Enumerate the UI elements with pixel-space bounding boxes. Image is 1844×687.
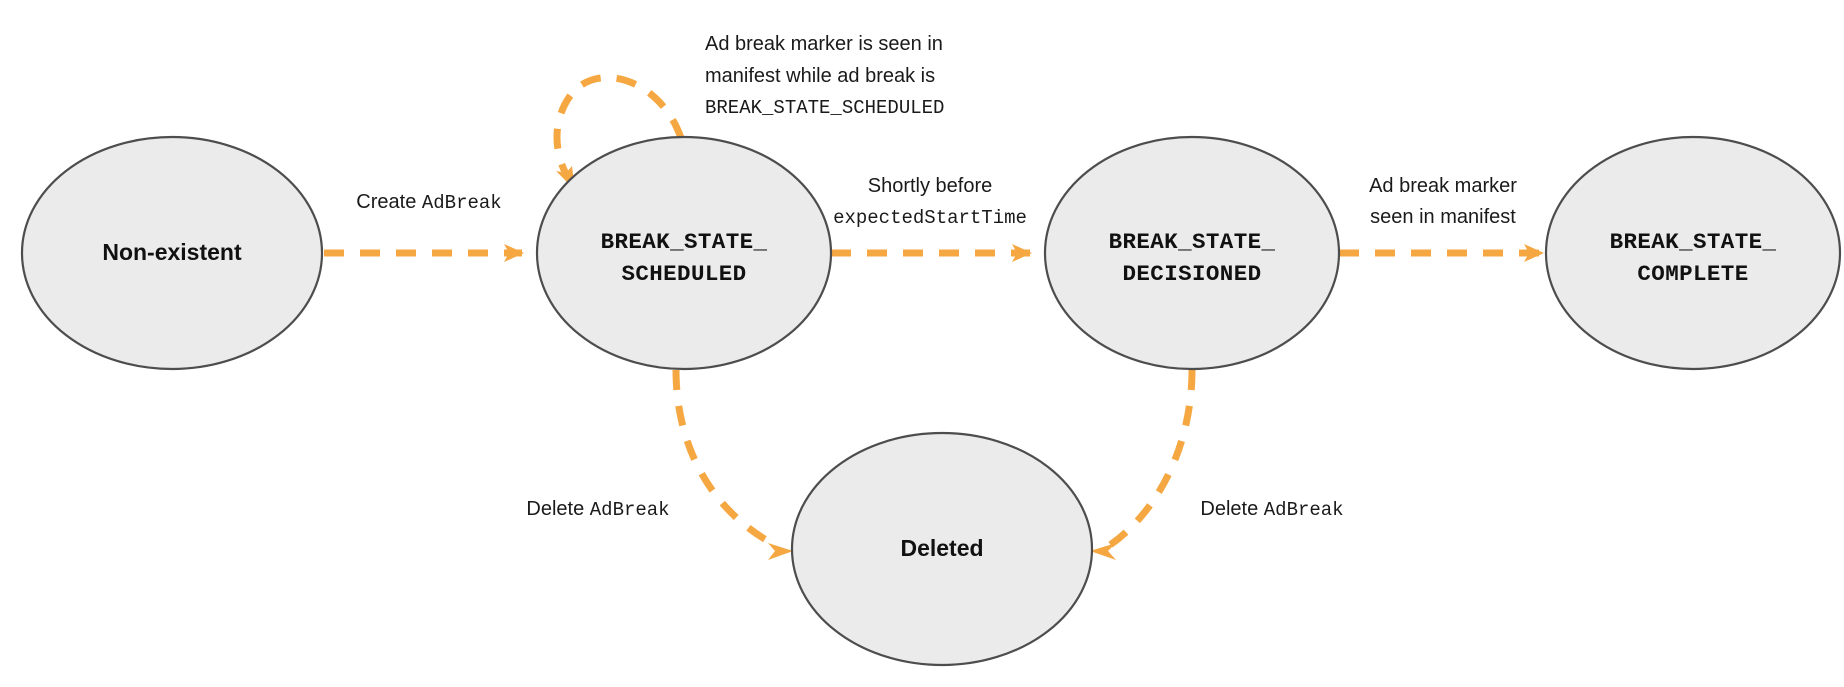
state-node-break-state-complete-shape[interactable] (1544, 135, 1842, 371)
edge-label-create-adbreak-code: AdBreak (422, 192, 502, 214)
edge-label-delete-adbreak-right: Delete AdBreak (1200, 498, 1343, 521)
edge-decisioned-to-complete (1339, 244, 1544, 262)
state-node-break-state-decisioned-label-line2: DECISIONED (1122, 261, 1261, 287)
edge-decisioned-to-complete-arrowhead (1524, 244, 1544, 262)
edge-label-shortly-before-line1: Shortly before (868, 175, 993, 197)
edge-decisioned-to-deleted-line (1107, 369, 1196, 548)
edge-label-delete-adbreak-left-code: AdBreak (590, 499, 670, 521)
edge-label-shortly-before-line2: expectedStartTime (833, 207, 1027, 229)
edge-label-scheduled-to-decisioned: Shortly before expectedStartTime (833, 175, 1027, 229)
state-node-break-state-scheduled[interactable]: BREAK_STATE_ SCHEDULED (535, 135, 833, 371)
edge-scheduled-to-deleted-line (672, 369, 777, 549)
edge-label-delete-adbreak-left: Delete AdBreak (526, 498, 669, 521)
state-node-non-existent[interactable]: Non-existent (20, 135, 324, 371)
state-node-break-state-complete[interactable]: BREAK_STATE_ COMPLETE (1544, 135, 1842, 371)
state-node-break-state-complete-label-line2: COMPLETE (1637, 261, 1748, 287)
edge-label-self-loop-line2: manifest while ad break is (705, 65, 935, 87)
state-node-break-state-scheduled-shape[interactable] (535, 135, 833, 371)
edge-self-loop-scheduled-line (553, 74, 685, 187)
edge-label-create-adbreak-word: Create (356, 191, 422, 213)
edge-label-self-loop-line1: Ad break marker is seen in (705, 33, 943, 55)
edge-label-ad-break-marker-line1: Ad break marker (1369, 175, 1517, 197)
state-node-break-state-decisioned[interactable]: BREAK_STATE_ DECISIONED (1043, 135, 1341, 371)
edge-label-self-loop-scheduled: Ad break marker is seen in manifest whil… (705, 33, 944, 119)
edge-scheduled-to-deleted-arrowhead (768, 543, 793, 560)
edge-create-adbreak (324, 244, 524, 262)
state-node-non-existent-label: Non-existent (102, 239, 242, 265)
edge-label-delete-adbreak-right-code: AdBreak (1264, 499, 1344, 521)
edge-label-create-adbreak: Create AdBreak (356, 191, 501, 214)
edge-decisioned-to-deleted (1090, 369, 1196, 560)
edge-scheduled-to-decisioned-arrowhead (1012, 244, 1032, 262)
edge-create-adbreak-arrowhead (504, 244, 524, 262)
edge-scheduled-to-deleted (672, 369, 793, 560)
state-node-break-state-scheduled-label-line1: BREAK_STATE_ (601, 229, 768, 255)
state-node-deleted-shape[interactable] (790, 431, 1094, 667)
edge-label-delete-adbreak-left-word: Delete (526, 498, 589, 520)
state-node-deleted[interactable]: Deleted (790, 431, 1094, 667)
edge-label-decisioned-to-complete: Ad break marker seen in manifest (1369, 175, 1517, 228)
state-node-non-existent-shape[interactable] (20, 135, 324, 371)
edge-decisioned-to-deleted-arrowhead (1090, 543, 1116, 560)
state-node-break-state-scheduled-label-line2: SCHEDULED (621, 261, 746, 287)
edge-label-delete-adbreak-right-word: Delete (1200, 498, 1263, 520)
state-node-break-state-decisioned-label-line1: BREAK_STATE_ (1109, 229, 1276, 255)
edge-label-self-loop-line3: BREAK_STATE_SCHEDULED (705, 97, 944, 119)
state-node-break-state-decisioned-shape[interactable] (1043, 135, 1341, 371)
edge-scheduled-to-decisioned (831, 244, 1032, 262)
state-node-deleted-label: Deleted (900, 535, 983, 561)
edge-label-ad-break-marker-line2: seen in manifest (1370, 206, 1516, 228)
state-node-break-state-complete-label-line1: BREAK_STATE_ (1610, 229, 1777, 255)
